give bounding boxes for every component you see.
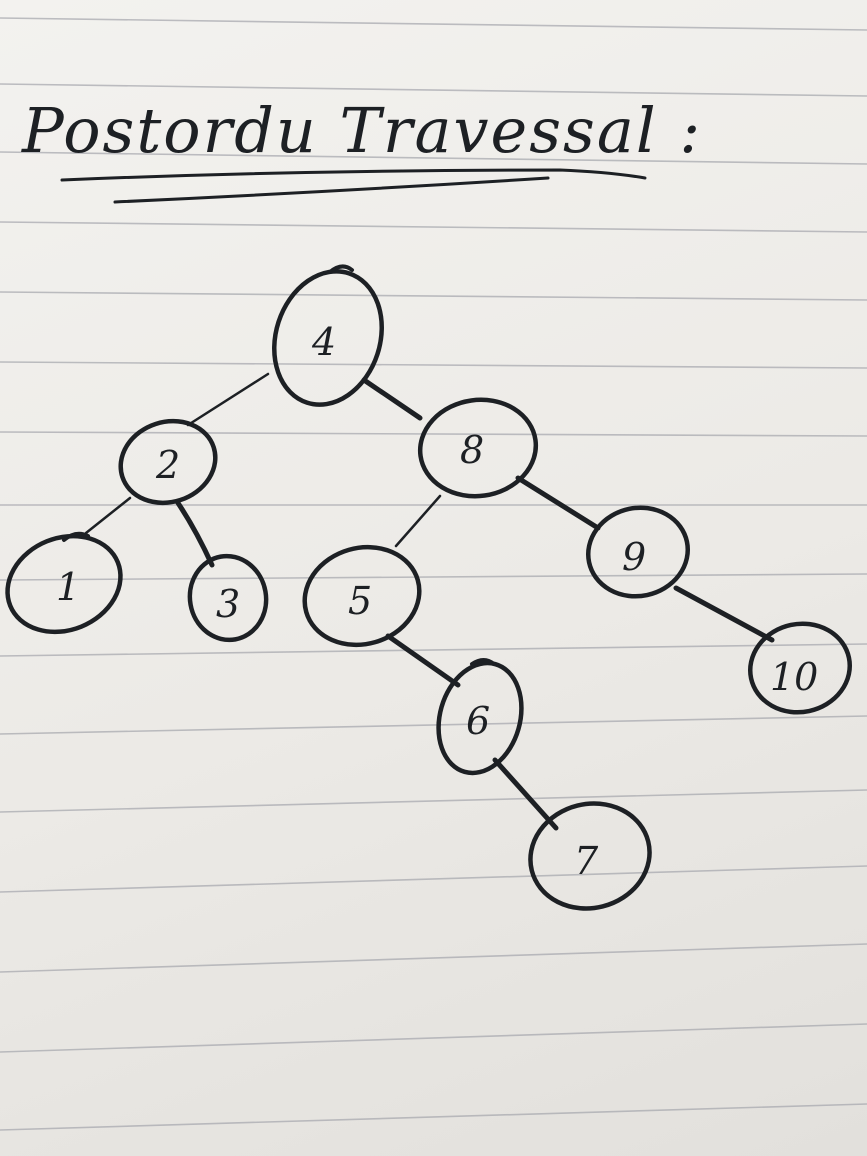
- edge-9-10: [673, 585, 775, 643]
- ruled-lines: [0, 17, 867, 1131]
- node-label: 9: [622, 535, 646, 579]
- node-label: 3: [216, 582, 240, 626]
- tree-edges: [84, 372, 775, 831]
- edge-6-7: [492, 757, 559, 831]
- node-label: 1: [56, 565, 80, 609]
- tree-node-5: 5: [302, 544, 422, 648]
- edge-8-9: [515, 475, 601, 531]
- tree-node-10: 10: [747, 621, 853, 715]
- edge-2-3: [175, 500, 215, 568]
- node-label: 5: [348, 579, 372, 623]
- node-label: 7: [574, 839, 599, 883]
- node-label: 10: [770, 655, 818, 699]
- page-title: Postordu Travessal :: [21, 94, 702, 167]
- edge-5-6: [385, 633, 461, 688]
- edge-2-1: [84, 496, 132, 535]
- tree-nodes: 4 2 8 1 3 5: [5, 264, 853, 911]
- edge-8-5: [394, 494, 442, 548]
- tree-node-7: 7: [528, 801, 652, 911]
- node-label: 4: [311, 320, 336, 364]
- title-underline-second: [113, 176, 550, 204]
- edge-4-8: [361, 377, 423, 421]
- tree-node-2: 2: [118, 418, 218, 506]
- tree-node-6: 6: [436, 658, 524, 776]
- edge-4-2: [186, 372, 270, 427]
- node-label: 2: [155, 443, 180, 487]
- tree-node-8: 8: [417, 397, 539, 499]
- node-label: 6: [466, 699, 490, 743]
- tree-node-4: 4: [272, 264, 384, 407]
- tree-node-3: 3: [187, 553, 269, 643]
- node-label: 8: [460, 428, 484, 472]
- tree-node-9: 9: [585, 505, 691, 599]
- title-underline: [60, 168, 647, 182]
- tree-node-1: 1: [5, 531, 123, 635]
